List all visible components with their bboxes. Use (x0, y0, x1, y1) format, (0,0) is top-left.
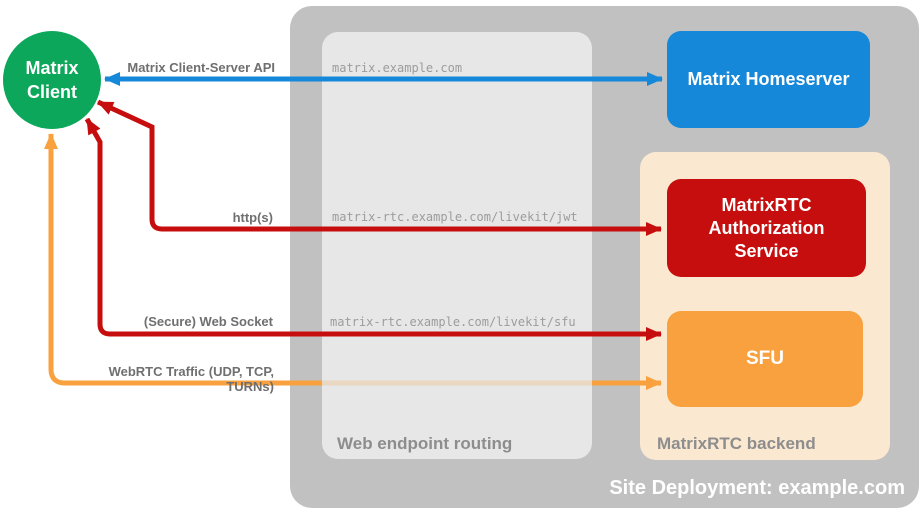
sfu-node: SFU (667, 311, 863, 407)
matrix-homeserver-label: Matrix Homeserver (687, 69, 850, 89)
https-label: http(s) (232, 210, 273, 225)
sfu-label: SFU (746, 348, 784, 369)
matrix-client-label-line2: Client (26, 82, 77, 102)
web-endpoint-routing-label: Web endpoint routing (337, 434, 513, 453)
arrow-webrtc-left (44, 133, 322, 386)
webrtc-traffic-label: WebRTC Traffic (UDP, TCP, TURNs) (108, 364, 274, 394)
auth-service-label-line2: Authorization (708, 217, 825, 238)
matrixrtc-authorization-service-node: MatrixRTC Authorization Service (667, 179, 866, 277)
auth-service-label-line3: Service (734, 240, 799, 261)
websocket-label: (Secure) Web Socket (143, 314, 273, 329)
matrix-client-label-line1: Matrix (25, 58, 79, 78)
client-server-api-label: Matrix Client-Server API (127, 60, 275, 75)
matrixrtc-backend-label: MatrixRTC backend (657, 434, 816, 453)
endpoint-livekit-jwt: matrix-rtc.example.com/livekit/jwt (332, 210, 578, 224)
site-deployment-label: Site Deployment: example.com (609, 477, 905, 499)
endpoint-livekit-sfu: matrix-rtc.example.com/livekit/sfu (330, 315, 576, 329)
web-endpoint-routing-box (322, 32, 592, 459)
matrix-homeserver-node: Matrix Homeserver (667, 31, 870, 128)
matrix-client-node: Matrix Client (3, 31, 101, 129)
endpoint-matrix-example-com: matrix.example.com (332, 61, 463, 75)
auth-service-label-line1: MatrixRTC (721, 194, 812, 215)
